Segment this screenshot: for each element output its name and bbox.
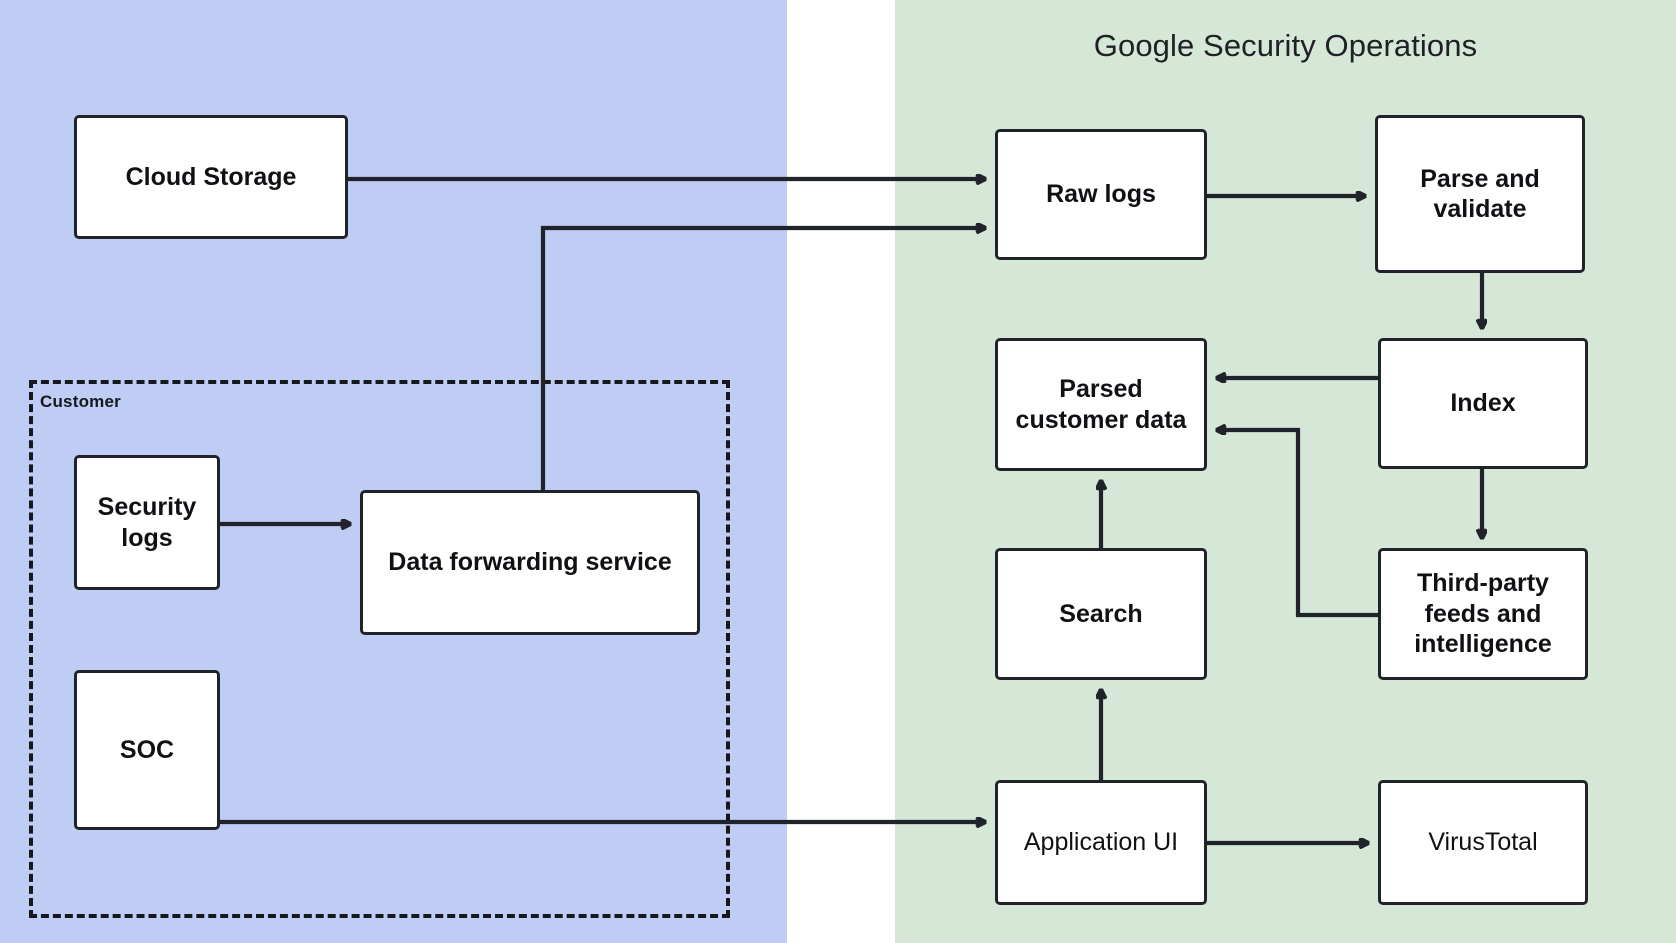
node-application-ui[interactable]: Application UI [995,780,1207,905]
edge-data-forwarding-to-raw-logs [540,228,985,490]
node-security-logs[interactable]: Security logs [74,455,220,590]
node-raw-logs[interactable]: Raw logs [995,129,1207,260]
node-parse-and-validate[interactable]: Parse and validate [1375,115,1585,273]
edge-third-party-to-parsed-data [1217,430,1378,618]
node-cloud-storage[interactable]: Cloud Storage [74,115,348,239]
node-virustotal[interactable]: VirusTotal [1378,780,1588,905]
node-soc[interactable]: SOC [74,670,220,830]
node-data-forwarding-service[interactable]: Data forwarding service [360,490,700,635]
node-third-party-feeds-and-intelligence[interactable]: Third-party feeds and intelligence [1378,548,1588,680]
node-search[interactable]: Search [995,548,1207,680]
customer-group-label: Customer [40,392,121,411]
node-index[interactable]: Index [1378,338,1588,469]
customer-boundary-group [29,380,730,918]
node-parsed-customer-data[interactable]: Parsed customer data [995,338,1207,471]
panel-title-google-security-operations: Google Security Operations [1093,28,1478,63]
